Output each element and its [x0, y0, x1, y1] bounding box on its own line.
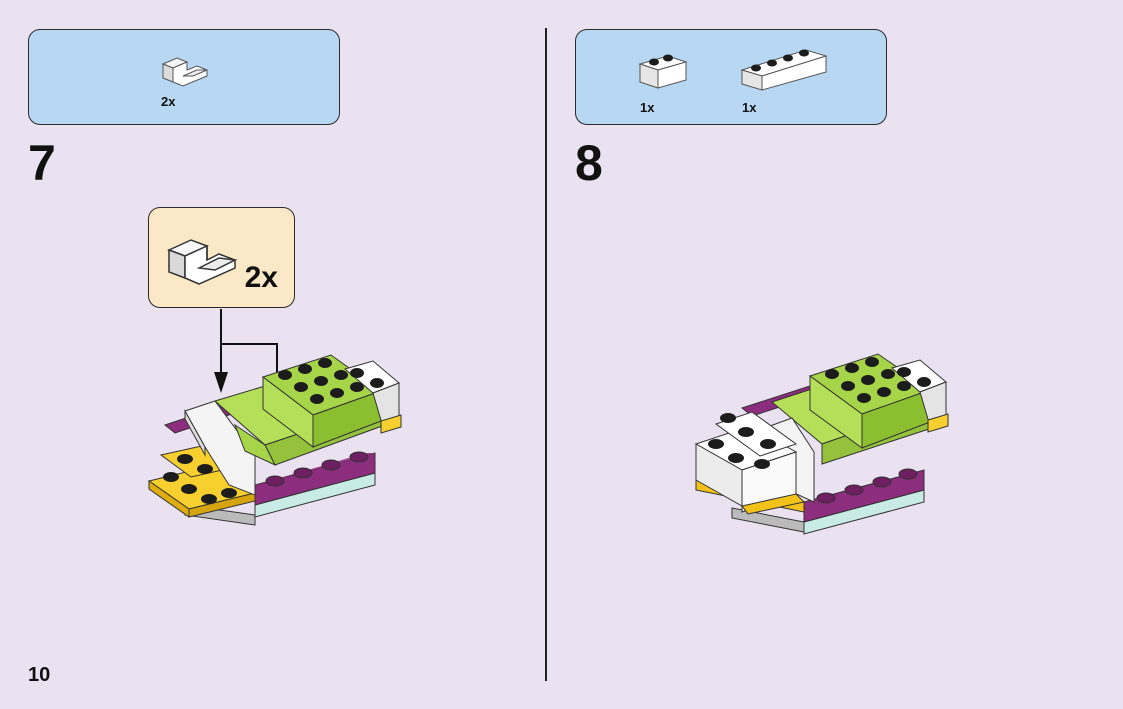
step7-parts-box: 2x	[28, 29, 340, 125]
white-brick-1x2-icon	[638, 54, 688, 89]
step8-model	[694, 353, 949, 535]
part-quantity: 1x	[640, 100, 655, 115]
bracket-piece-icon	[161, 57, 208, 87]
step8-parts-box: 1x 1x	[575, 29, 887, 125]
page-number: 10	[28, 664, 51, 686]
part-quantity: 2x	[161, 94, 176, 109]
bracket-piece-icon	[167, 239, 238, 285]
step7-model	[147, 354, 402, 526]
part-quantity: 1x	[742, 100, 757, 115]
sub-assembly-callout: 2x	[148, 207, 295, 308]
step-number-8: 8	[575, 135, 603, 191]
callout-quantity: 2x	[244, 261, 278, 294]
step-number-7: 7	[28, 135, 56, 191]
white-brick-1x4-icon	[740, 49, 828, 91]
page-divider	[545, 28, 547, 681]
